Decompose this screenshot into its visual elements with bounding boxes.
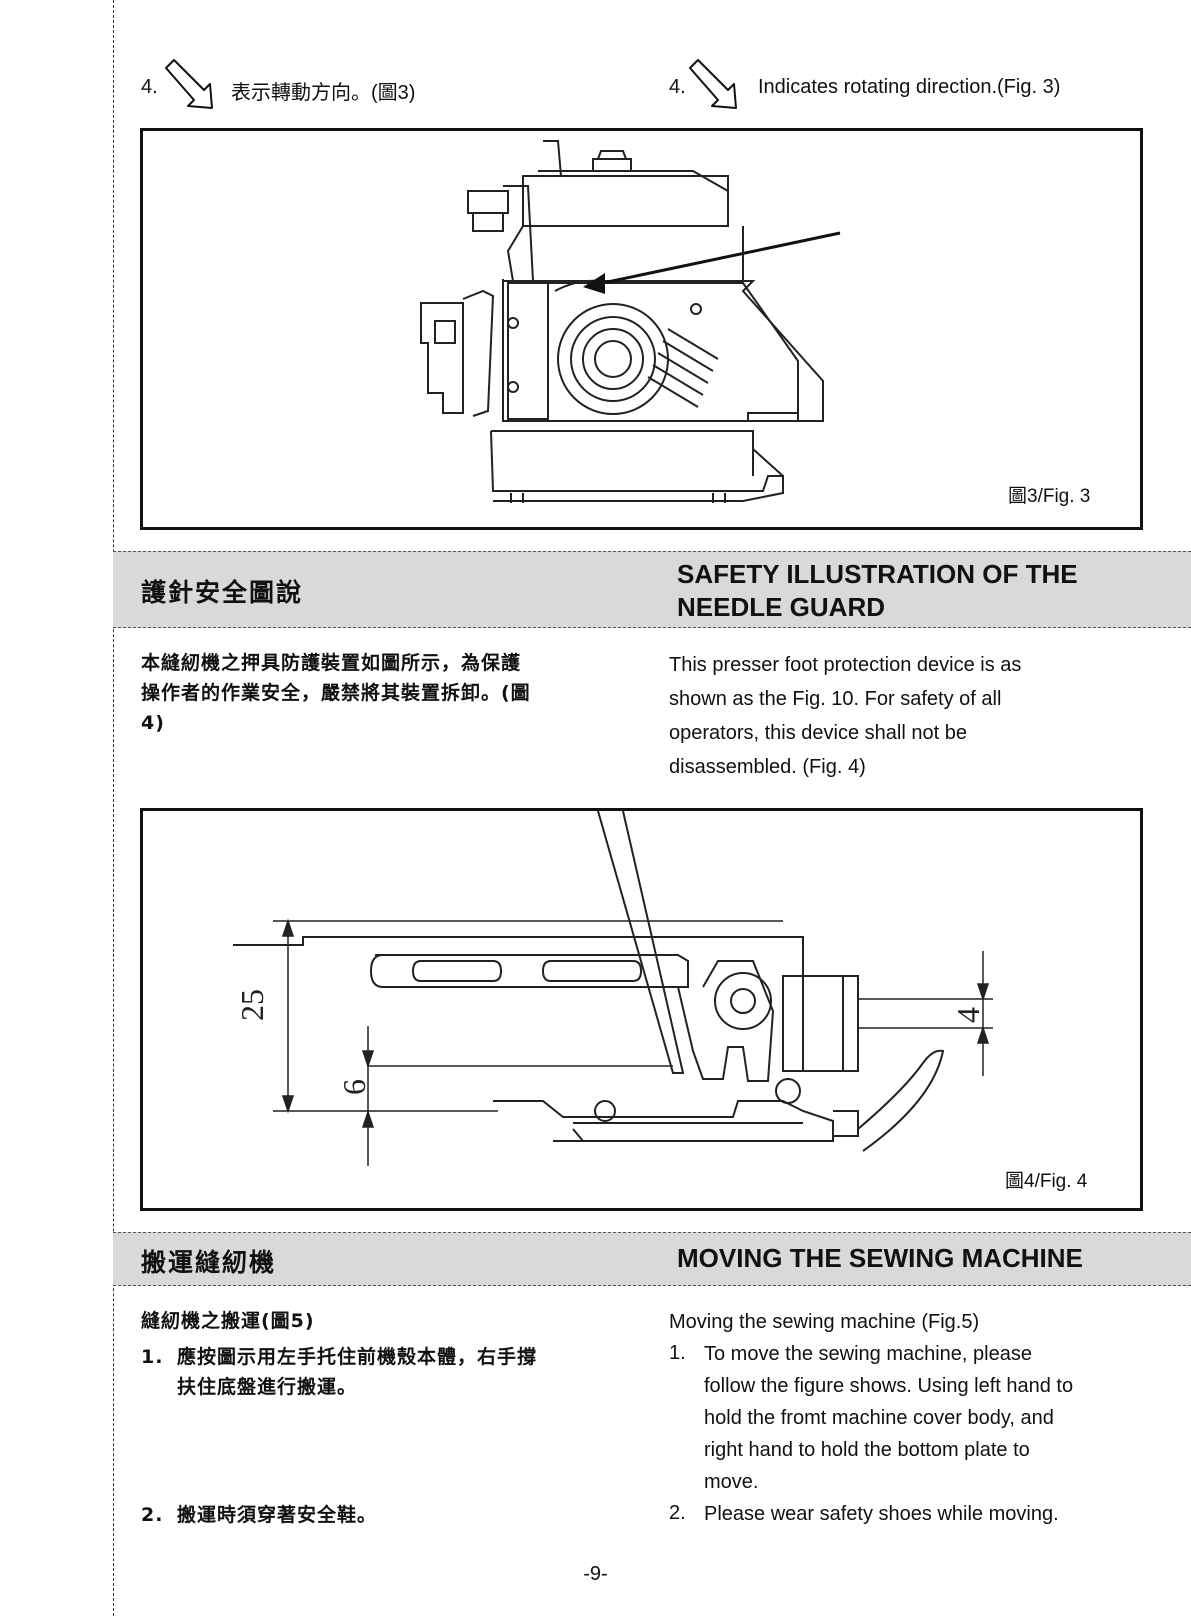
zh-item1-number: 1. xyxy=(141,1346,164,1368)
paragraph-line: This presser foot protection device is a… xyxy=(669,654,1022,676)
figure-4-frame: 25 6 4 圖4/Fig. 4 xyxy=(140,808,1143,1211)
paragraph-line: disassembled. (Fig. 4) xyxy=(669,756,866,778)
cut-guide-line xyxy=(113,0,114,1616)
zh-subtitle: 縫紉機之搬運(圖5) xyxy=(141,1310,315,1332)
en-item2-number: 2. xyxy=(669,1502,686,1524)
list-item-line: right hand to hold the bottom plate to xyxy=(704,1439,1030,1461)
section-title-en-line1: SAFETY ILLUSTRATION OF THE xyxy=(677,559,1078,589)
list-item-line: 扶住底盤進行搬運。 xyxy=(177,1376,358,1398)
step4-zh-number: 4. xyxy=(141,76,158,98)
rotation-arrow-icon xyxy=(689,59,737,109)
paragraph-line: 操作者的作業安全，嚴禁將其裝置拆卸。(圖 xyxy=(141,682,531,704)
needle-guard-drawing: 25 6 4 xyxy=(233,811,993,1166)
section-header-safety: 護針安全圖說 SAFETY ILLUSTRATION OF THE NEEDLE… xyxy=(113,551,1191,628)
list-item-line: follow the figure shows. Using left hand… xyxy=(704,1375,1074,1397)
step4-zh-text: 表示轉動方向。(圖3) xyxy=(231,82,416,104)
list-item-line: 搬運時須穿著安全鞋。 xyxy=(177,1504,378,1526)
paragraph-line: 4) xyxy=(141,712,165,734)
en-subtitle: Moving the sewing machine (Fig.5) xyxy=(669,1311,980,1333)
step4-en-text: Indicates rotating direction.(Fig. 3) xyxy=(758,76,1061,98)
list-item-line: Please wear safety shoes while moving. xyxy=(704,1503,1059,1525)
section-title-zh: 護針安全圖說 xyxy=(141,578,304,607)
section-title-en: MOVING THE SEWING MACHINE xyxy=(677,1243,1083,1273)
section-title-zh: 搬運縫紉機 xyxy=(141,1248,277,1277)
paragraph-line: operators, this device shall not be xyxy=(669,722,967,744)
figure-3-caption: 圖3/Fig. 3 xyxy=(1008,486,1091,507)
list-item-line: 應按圖示用左手托住前機殼本體，右手撐 xyxy=(177,1346,538,1368)
dimension-4-label: 4 xyxy=(950,1007,986,1023)
en-item1-number: 1. xyxy=(669,1342,686,1364)
paragraph-line: shown as the Fig. 10. For safety of all xyxy=(669,688,1002,710)
rotation-arrow-icon xyxy=(165,59,213,109)
figure-3-frame: 圖3/Fig. 3 xyxy=(140,128,1143,530)
page-number: -9- xyxy=(583,1563,608,1585)
list-item-line: To move the sewing machine, please xyxy=(704,1343,1032,1365)
section-title-en-line2: NEEDLE GUARD xyxy=(677,592,886,622)
zh-item2-number: 2. xyxy=(141,1504,164,1526)
list-item-line: move. xyxy=(704,1471,759,1493)
figure-4-caption: 圖4/Fig. 4 xyxy=(1005,1171,1088,1192)
paragraph-line: 本縫紉機之押具防護裝置如圖所示，為保護 xyxy=(141,652,522,674)
step4-en-number: 4. xyxy=(669,76,686,98)
sewing-machine-side-drawing xyxy=(420,140,841,503)
section-header-moving: 搬運縫紉機 MOVING THE SEWING MACHINE xyxy=(113,1232,1191,1286)
list-item-line: hold the fromt machine cover body, and xyxy=(704,1407,1054,1429)
dimension-6-label: 6 xyxy=(336,1079,372,1095)
dimension-25-label: 25 xyxy=(234,989,270,1021)
